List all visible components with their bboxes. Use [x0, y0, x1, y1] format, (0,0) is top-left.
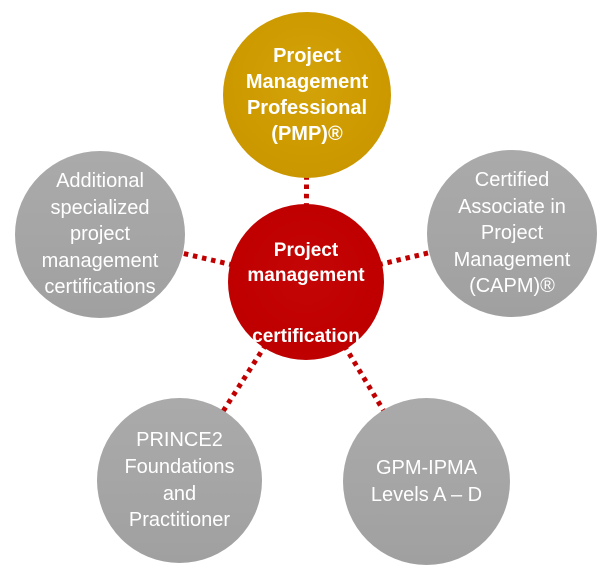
hub-label-bottom: certification	[252, 326, 360, 348]
node-capm-label: Certified Associate in Project Managemen…	[453, 169, 571, 298]
node-capm: Certified Associate in Project Managemen…	[427, 150, 597, 317]
hub-label-top: Project management	[247, 239, 365, 286]
node-additional-certifications: Additional specialized project managemen…	[15, 151, 185, 318]
node-additional-certifications-label: Additional specialized project managemen…	[41, 170, 159, 299]
node-hub-project-management-certification: Project management certification	[228, 204, 384, 360]
hub-label-gap	[234, 288, 378, 300]
node-gpm-ipma: GPM-IPMA Levels A – D	[343, 398, 510, 565]
node-prince2-label: PRINCE2 Foundations and Practitioner	[124, 429, 235, 532]
node-gpm-ipma-label: GPM-IPMA Levels A – D	[370, 456, 483, 506]
node-prince2: PRINCE2 Foundations and Practitioner	[97, 398, 262, 563]
node-hub-label: Project management certification	[228, 214, 384, 349]
node-pmp-label: Project Management Professional (PMP)®	[245, 45, 369, 145]
connector-hub-to-capm	[305, 230, 513, 285]
node-pmp: Project Management Professional (PMP)®	[223, 12, 391, 178]
connector-hub-to-additional	[99, 231, 307, 285]
